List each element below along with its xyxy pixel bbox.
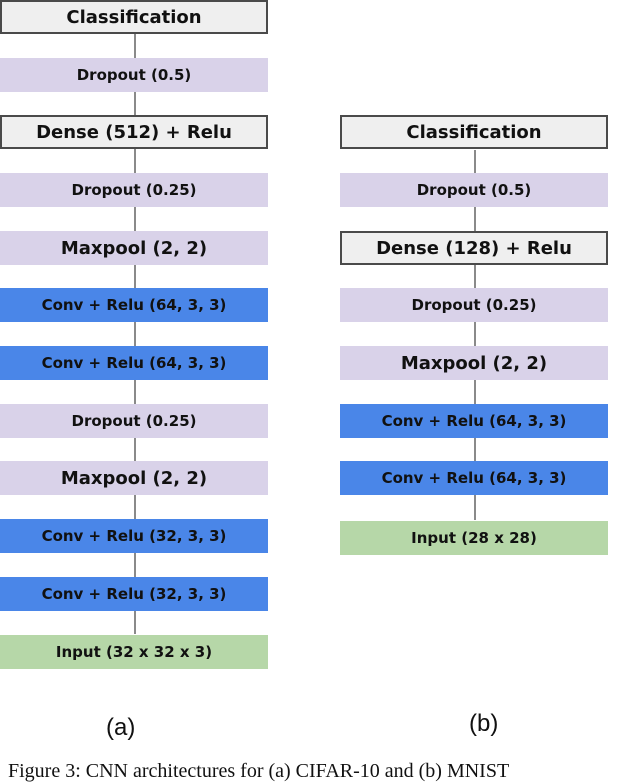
layer-conv: Conv + Relu (32, 3, 3) — [0, 577, 268, 611]
layer-input: Input (28 x 28) — [340, 521, 608, 555]
layer-conv: Conv + Relu (64, 3, 3) — [0, 346, 268, 380]
layer-dense: Dense (128) + Relu — [340, 231, 608, 265]
layer-dropout: Dropout (0.25) — [0, 404, 268, 438]
layer-maxpool: Maxpool (2, 2) — [0, 461, 268, 495]
layer-dropout: Dropout (0.25) — [340, 288, 608, 322]
layer-dropout: Dropout (0.25) — [0, 173, 268, 207]
figure-caption-partial: Figure 3: CNN architectures for (a) CIFA… — [0, 760, 628, 782]
caption-b: (b) — [469, 710, 499, 737]
layer-conv: Conv + Relu (64, 3, 3) — [340, 404, 608, 438]
layer-classification: Classification — [340, 115, 608, 149]
layer-maxpool: Maxpool (2, 2) — [340, 346, 608, 380]
layer-classification: Classification — [0, 0, 268, 34]
layer-input: Input (32 x 32 x 3) — [0, 635, 268, 669]
layer-maxpool: Maxpool (2, 2) — [0, 231, 268, 265]
layer-conv: Conv + Relu (64, 3, 3) — [340, 461, 608, 495]
layer-conv: Conv + Relu (32, 3, 3) — [0, 519, 268, 553]
caption-a: (a) — [106, 714, 136, 741]
layer-dropout: Dropout (0.5) — [340, 173, 608, 207]
connector-line-a — [134, 34, 136, 634]
layer-dropout: Dropout (0.5) — [0, 58, 268, 92]
connector-line-b — [474, 150, 476, 520]
layer-conv: Conv + Relu (64, 3, 3) — [0, 288, 268, 322]
figure-caption-text: Figure 3: CNN architectures for (a) CIFA… — [8, 760, 510, 782]
layer-dense: Dense (512) + Relu — [0, 115, 268, 149]
